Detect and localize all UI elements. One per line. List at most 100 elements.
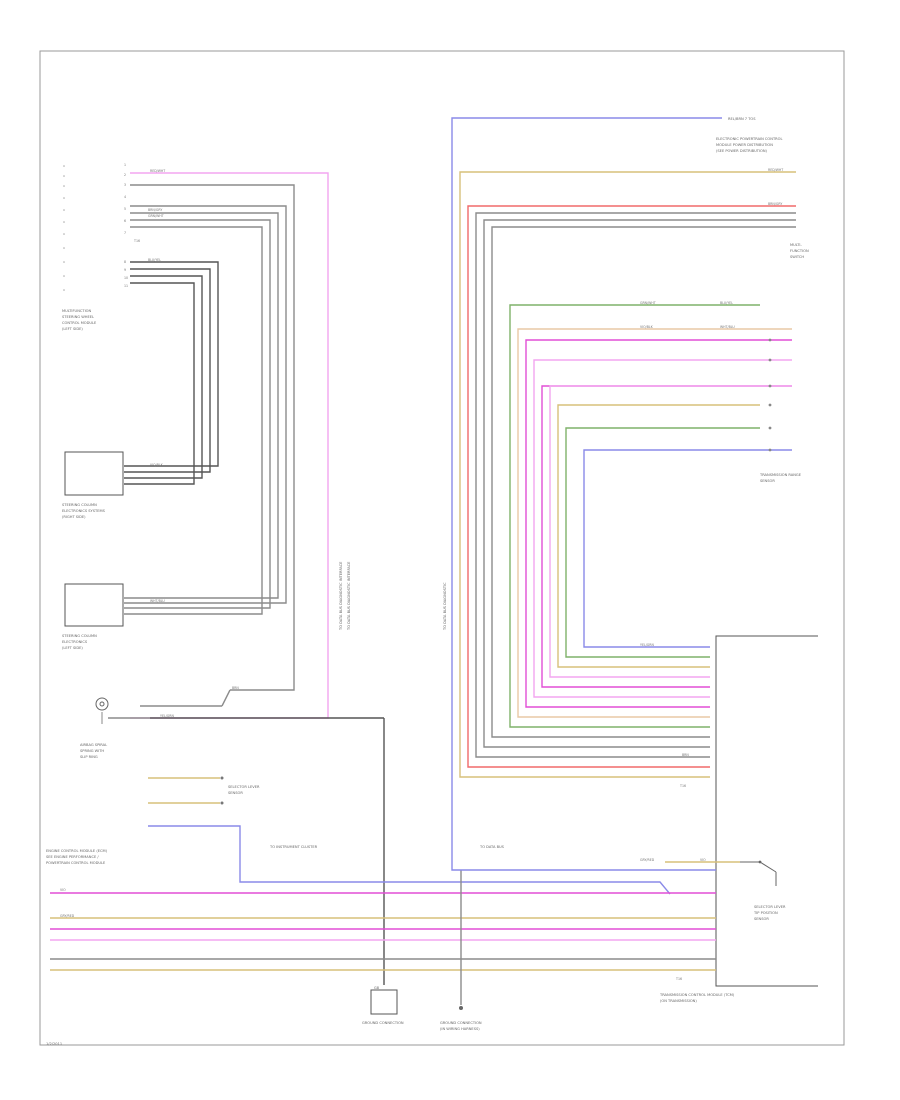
svg-text:1: 1 <box>124 163 126 167</box>
svg-text:9: 9 <box>124 268 126 272</box>
wire-gray-r3 <box>491 226 796 738</box>
t-code-2: T16 <box>679 784 686 788</box>
wire-pink-2 <box>533 359 792 698</box>
page-ref: 1/2/2011 <box>46 1042 62 1046</box>
wire-peach-1 <box>517 328 792 718</box>
left-connector-label-3: CONTROL MODULE <box>62 321 97 325</box>
svg-text:7: 7 <box>124 231 126 235</box>
svg-text:VIO: VIO <box>60 888 66 892</box>
svg-text:11: 11 <box>124 284 128 288</box>
wire-magenta-1 <box>525 339 792 708</box>
wire-green-1 <box>509 304 760 728</box>
wire-pink-3 <box>549 385 792 678</box>
steering-module-1 <box>64 451 124 496</box>
tcm-input-wires <box>665 861 740 971</box>
wire-tan-2 <box>557 404 760 668</box>
svg-text:2: 2 <box>124 173 126 177</box>
selector-lever-sensor: SELECTOR LEVER SENSOR <box>148 776 260 805</box>
top-right-b: ELECTRONIC POWERTRAIN CONTROL <box>716 137 782 141</box>
page-frame <box>39 50 845 1046</box>
gateway-label-a: TO INSTRUMENT CLUSTER <box>269 845 318 849</box>
svg-text:GRN/WHT: GRN/WHT <box>640 301 656 305</box>
svg-text:VIO/BLK: VIO/BLK <box>640 325 654 329</box>
t-code-1: T16 <box>133 239 140 243</box>
module1-label-3: (RIGHT SIDE) <box>62 515 86 519</box>
svg-text:RED/WHT: RED/WHT <box>768 168 783 172</box>
clockspring-label-2: SPRING WITH <box>80 749 104 753</box>
bottom-left-block-3: POWERTRAIN CONTROL MODULE <box>46 861 106 865</box>
wire-blue-left <box>148 825 671 895</box>
clockspring-icon <box>95 697 109 711</box>
svg-text:SELECTOR LEVER: SELECTOR LEVER <box>754 905 786 909</box>
wire-pink-top <box>130 172 329 719</box>
module2-label: STEERING COLUMN <box>62 634 97 638</box>
module1-label-2: ELECTRONICS SYSTEMS <box>62 509 106 513</box>
svg-text:BRN: BRN <box>682 753 689 757</box>
ground1-box <box>370 989 398 1015</box>
tcm-label-2: (ON TRANSMISSION) <box>660 999 697 1003</box>
top-right-a: REL/BRN 7 TOS <box>728 117 756 121</box>
steering-module-2 <box>64 583 124 627</box>
left-connector-label: MULTIFUNCTION <box>62 309 91 313</box>
clockspring-label-3: SLIP RING <box>80 755 98 759</box>
wire-dark-bundle <box>124 261 219 485</box>
bottom-bus <box>50 892 665 971</box>
left-connector-dots <box>63 165 65 291</box>
wire-tags-left: RED/WHT BRN/GRY GRN/WHT BLU/YEL VIO/BLK WHT… <box>60 169 239 918</box>
svg-text:3: 3 <box>124 183 126 187</box>
svg-text:4: 4 <box>124 195 126 199</box>
wire-blue-long <box>451 117 722 871</box>
left-connector-label-2: STEERING WHEEL <box>62 315 94 319</box>
svg-text:YEL/GRN: YEL/GRN <box>640 643 654 647</box>
svg-text:BRN/GRY: BRN/GRY <box>768 202 782 206</box>
svg-text:6: 6 <box>124 219 126 223</box>
svg-text:YEL/GRN: YEL/GRN <box>160 714 174 718</box>
svg-text:VIO: VIO <box>700 858 706 862</box>
right-mid-a3: SWITCH <box>790 255 804 259</box>
ground2-label: GROUND CONNECTION <box>440 1021 482 1025</box>
svg-text:10: 10 <box>124 276 128 280</box>
bottom-left-block-2: SEE ENGINE PERFORMANCE / <box>46 855 99 859</box>
ground1-id: G8 <box>374 986 380 990</box>
top-right-b2: MODULE POWER DISTRIBUTION <box>716 143 773 147</box>
svg-text:VIO/BLK: VIO/BLK <box>150 463 164 467</box>
t-code-3: T16 <box>675 977 682 981</box>
module2-label-2: ELECTRONICS <box>62 640 88 644</box>
right-mid-b2: SENSOR <box>760 479 775 483</box>
svg-text:BLU/YEL: BLU/YEL <box>720 301 733 305</box>
svg-text:GRN/WHT: GRN/WHT <box>148 214 164 218</box>
tcm-box <box>715 635 818 987</box>
top-right-b3: (SEE POWER DISTRIBUTION) <box>716 149 768 153</box>
svg-text:WHT/BLU: WHT/BLU <box>150 599 165 603</box>
wire-magenta-2 <box>541 385 792 688</box>
center-vert-a: TO DATA BUS DIAGNOSTIC INTERFACE <box>339 561 343 631</box>
selector-tip-switch: SELECTOR LEVER TIP POSITION SENSOR <box>740 860 786 921</box>
wire-sw-down <box>221 689 231 707</box>
svg-text:8: 8 <box>124 260 126 264</box>
right-connector-marks <box>768 338 772 452</box>
svg-text:RED/WHT: RED/WHT <box>150 169 165 173</box>
wire-blue-2 <box>583 449 792 648</box>
right-mid-a2: FUNCTION <box>790 249 809 253</box>
svg-text:GRY/RED: GRY/RED <box>640 858 655 862</box>
svg-text:BLU/YEL: BLU/YEL <box>148 258 161 262</box>
right-mid-b: TRANSMISSION RANGE <box>759 473 802 477</box>
wire-gray-r2 <box>483 219 796 748</box>
ground2-node <box>459 1006 463 1010</box>
ground1-label: GROUND CONNECTION <box>362 1021 404 1025</box>
svg-text:BRN: BRN <box>232 686 239 690</box>
svg-text:BRN/GRY: BRN/GRY <box>148 208 162 212</box>
gateway-label-b: TO DATA BUS <box>479 845 505 849</box>
svg-text:SELECTOR LEVER: SELECTOR LEVER <box>228 785 260 789</box>
tcm-label: TRANSMISSION CONTROL MODULE (TCM) <box>659 993 735 997</box>
right-mid-a: MULTI- <box>790 243 802 247</box>
svg-text:5: 5 <box>124 207 126 211</box>
left-connector-label-4: (LEFT SIDE) <box>62 327 83 331</box>
wire-gray-bundle-upper <box>124 184 295 691</box>
module1-label: STEERING COLUMN <box>62 503 97 507</box>
center-vert-c: TO DATA BUS DIAGNOSTIC <box>443 582 447 631</box>
bottom-left-block: ENGINE CONTROL MODULE (ECM) <box>46 849 108 853</box>
clockspring-label: AIRBAG SPIRAL <box>80 743 107 747</box>
